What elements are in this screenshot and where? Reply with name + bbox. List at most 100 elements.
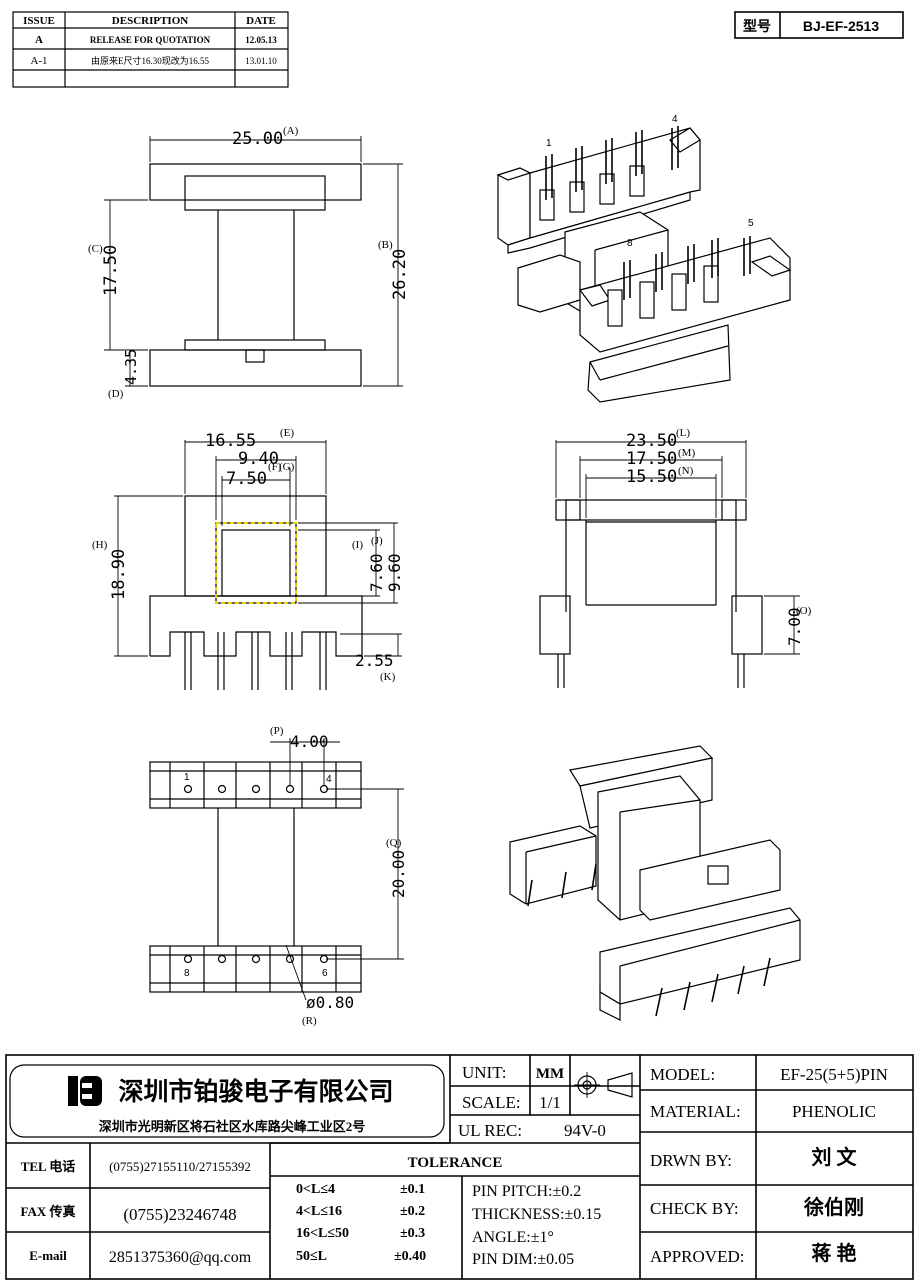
dim-M-value: 17.50	[626, 449, 677, 469]
dim-H-tag: (H)	[92, 539, 108, 551]
angle: ANGLE:±1°	[472, 1229, 554, 1246]
company-logo	[68, 1076, 102, 1106]
dim-A-value: 25.00	[232, 129, 283, 149]
tolerance-value: ±0.2	[400, 1204, 425, 1219]
fax-label: FAX 传真	[20, 1204, 75, 1219]
company-name: 深圳市铂骏电子有限公司	[118, 1077, 393, 1106]
pin-label-1: 1	[546, 138, 552, 149]
drawn-label: DRWN BY:	[650, 1151, 732, 1170]
rev-row-issue: A-1	[30, 55, 47, 67]
dim-F-value: 9.40	[238, 449, 279, 469]
pin-label-4-bottom: 4	[326, 774, 332, 785]
drawn-value: 刘 文	[812, 1145, 858, 1169]
dim-Q-value: 20.00	[389, 850, 408, 898]
ul-label: UL REC:	[458, 1121, 522, 1140]
dim-R-value: ø0.80	[306, 993, 354, 1012]
rev-header-issue: ISSUE	[23, 15, 55, 27]
dim-I-tag: (I)	[352, 539, 363, 551]
front-view: 25.00 (A) 26.20 (B) 17.50 (C) 4.35 (D)	[88, 125, 410, 400]
tolerance-range: 4<L≤16	[296, 1204, 342, 1219]
model-value: EF-25(5+5)PIN	[780, 1065, 888, 1084]
fax-value: (0755)23246748	[123, 1205, 236, 1224]
dim-E-tag: (E)	[280, 427, 294, 439]
pin-label-8: 8	[627, 238, 633, 249]
unit-value: MM	[536, 1066, 564, 1082]
dim-A-tag: (A)	[283, 125, 299, 137]
tolerance-range: 50≤L	[296, 1249, 327, 1264]
dim-L-tag: (L)	[676, 427, 690, 439]
pin-dim: PIN DIM:±0.05	[472, 1251, 574, 1268]
dim-G-tag: (G)	[279, 461, 295, 473]
end-view: 23.50 (L) 17.50 (M) 15.50 (N) 7.00 (O)	[539, 427, 812, 688]
rev-row-description: 由原来E尺寸16.30现改为16.55	[91, 55, 209, 66]
bottom-view: 1 4 8 6 4.00 (P) 20.00 (Q) ø0.80 (R)	[149, 725, 408, 1027]
dim-C-value: 17.50	[101, 245, 121, 296]
dim-N-tag: (N)	[678, 465, 694, 477]
pin-pitch: PIN PITCH:±0.2	[472, 1183, 581, 1200]
email-value: 2851375360@qq.com	[109, 1249, 252, 1266]
approved-label: APPROVED:	[650, 1247, 744, 1266]
pin-label-4: 4	[672, 114, 678, 125]
rev-row-date: 12.05.13	[245, 35, 277, 45]
dim-C-tag: (C)	[88, 243, 103, 255]
rev-header-date: DATE	[246, 15, 276, 27]
rev-row-date: 13.01.10	[245, 56, 277, 66]
scale-value: 1/1	[539, 1093, 561, 1112]
check-label: CHECK BY:	[650, 1199, 739, 1218]
dim-K-value: 2.55	[355, 651, 394, 670]
dim-H-value: 18.90	[109, 549, 129, 600]
dim-E-value: 16.55	[205, 431, 256, 451]
side-view: 16.55 (E) 9.40 7.50 (F) (G) 18.90 (H) 7.…	[92, 427, 404, 690]
dim-R-tag: (R)	[302, 1015, 317, 1027]
tolerance-value: ±0.40	[394, 1249, 426, 1264]
rev-header-description: DESCRIPTION	[112, 15, 188, 27]
dim-N-value: 15.50	[626, 467, 677, 487]
dim-B-value: 26.20	[390, 249, 410, 300]
tolerance-title: TOLERANCE	[408, 1155, 503, 1171]
pin-label-1-bottom: 1	[184, 772, 190, 783]
title-block: 深圳市铂骏电子有限公司 深圳市光明新区将石社区水库路尖峰工业区2号 UNIT: …	[5, 1054, 914, 1280]
pin-label-8-bottom: 8	[184, 968, 190, 979]
tolerance-range: 0<L≤4	[296, 1182, 335, 1197]
dim-J-tag: (J)	[371, 535, 383, 547]
material-value: PHENOLIC	[792, 1102, 876, 1121]
iso-view-bottom	[509, 745, 801, 1021]
rev-row-description: RELEASE FOR QUOTATION	[90, 35, 211, 45]
dim-F-tag: (F)	[268, 461, 282, 473]
material-label: MATERIAL:	[650, 1102, 741, 1121]
model-label: MODEL:	[650, 1065, 715, 1084]
model-box: 型号 BJ-EF-2513	[734, 11, 904, 39]
model-box-value: BJ-EF-2513	[803, 18, 879, 34]
unit-label: UNIT:	[462, 1063, 506, 1082]
dim-B-tag: (B)	[378, 239, 393, 251]
dim-O-value: 7.00	[785, 607, 804, 646]
tel-value: (0755)27155110/27155392	[109, 1159, 251, 1174]
dim-I-value: 7.60	[367, 553, 386, 592]
dim-G-value: 7.50	[226, 469, 267, 489]
tolerance-value: ±0.3	[400, 1226, 425, 1241]
tolerance-value: ±0.1	[400, 1182, 425, 1197]
revision-table: ISSUE DESCRIPTION DATE A RELEASE FOR QUO…	[12, 11, 289, 88]
approved-value: 蒋 艳	[812, 1241, 857, 1265]
dim-J-value: 9.60	[385, 553, 404, 592]
rev-row-issue: A	[35, 34, 43, 46]
projection-symbol-icon	[574, 1072, 633, 1098]
model-box-label: 型号	[743, 18, 771, 34]
ul-value: 94V-0	[564, 1121, 606, 1140]
dim-L-value: 23.50	[626, 431, 677, 451]
dim-K-tag: (K)	[380, 671, 396, 683]
dim-P-value: 4.00	[290, 732, 329, 751]
email-label: E-mail	[29, 1248, 67, 1263]
tolerance-range: 16<L≤50	[296, 1226, 349, 1241]
dim-O-tag: (O)	[796, 605, 812, 617]
thickness: THICKNESS:±0.15	[472, 1206, 601, 1223]
dim-D-value: 4.35	[122, 349, 140, 385]
pin-label-6-bottom: 6	[322, 968, 328, 979]
scale-label: SCALE:	[462, 1093, 521, 1112]
company-address: 深圳市光明新区将石社区水库路尖峰工业区2号	[99, 1119, 366, 1134]
dim-D-tag: (D)	[108, 388, 124, 400]
iso-view-top: 1 4 5 8	[496, 114, 792, 403]
dim-Q-tag: (Q)	[386, 837, 402, 849]
dim-M-tag: (M)	[678, 447, 695, 459]
